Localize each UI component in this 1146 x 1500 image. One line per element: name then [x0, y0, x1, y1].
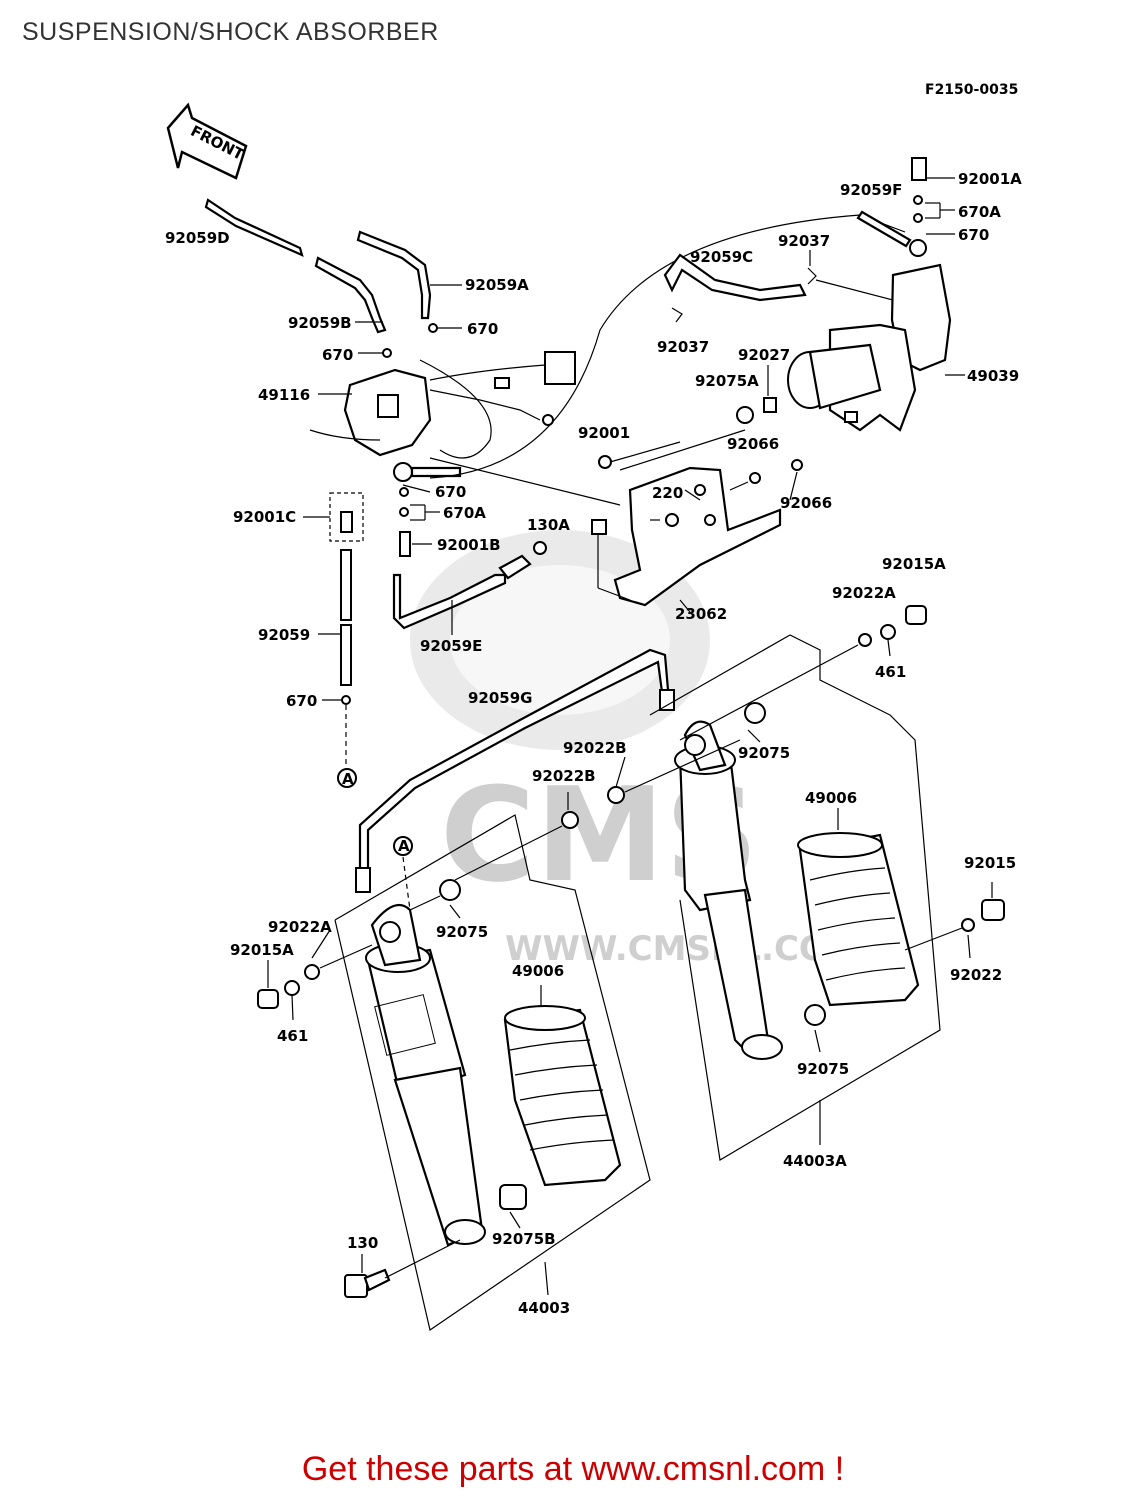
- label-92001: 92001: [578, 424, 630, 442]
- boot-49006-left: [503, 1005, 622, 1187]
- label-92015A-b: 92015A: [230, 941, 294, 959]
- hose-92059D: [204, 198, 387, 334]
- label-92075A: 92075A: [695, 372, 759, 390]
- label-44003A: 44003A: [783, 1152, 847, 1170]
- hose-92059C: [663, 253, 807, 302]
- label-670-d: 670: [286, 692, 317, 710]
- hose-92059G: [355, 648, 675, 893]
- label-92022: 92022: [950, 966, 1002, 984]
- label-44003: 44003: [518, 1299, 570, 1317]
- label-92059E: 92059E: [420, 637, 482, 655]
- label-49039: 49039: [967, 367, 1019, 385]
- part-labels: 92059D 92059A 92059B 670 670 49116 670 6…: [165, 170, 1022, 1317]
- label-92022A-b: 92022A: [268, 918, 332, 936]
- diagram-code: F2150-0035: [925, 82, 1019, 98]
- label-23062: 23062: [675, 605, 727, 623]
- label-92022B-a: 92022B: [563, 739, 627, 757]
- label-461-b: 461: [277, 1027, 308, 1045]
- label-92075-b: 92075: [436, 923, 488, 941]
- label-92015A-a: 92015A: [882, 555, 946, 573]
- label-670-c: 670: [435, 483, 466, 501]
- label-92066-b: 92066: [780, 494, 832, 512]
- label-92059: 92059: [258, 626, 310, 644]
- label-92059A: 92059A: [465, 276, 529, 294]
- label-92015: 92015: [964, 854, 1016, 872]
- boot-49006-right: [797, 832, 920, 1007]
- label-92059D: 92059D: [165, 229, 230, 247]
- compressor-49039: [787, 263, 965, 432]
- label-670A-a: 670A: [443, 504, 486, 522]
- footer-promo-link[interactable]: Get these parts at www.cmsnl.com !: [301, 1450, 845, 1488]
- label-670-e: 670: [958, 226, 989, 244]
- shock-44003: [365, 903, 486, 1247]
- hose-92059A: [356, 230, 432, 320]
- label-92027: 92027: [738, 346, 790, 364]
- label-130: 130: [347, 1234, 378, 1252]
- dashed-box-44003: [334, 814, 651, 1331]
- hose-92059E: [392, 541, 547, 630]
- dashed-box-44003A: [649, 634, 941, 1161]
- label-92059G: 92059G: [468, 689, 533, 707]
- label-670-b: 670: [322, 346, 353, 364]
- label-92022B-b: 92022B: [532, 767, 596, 785]
- bracket-23062: [613, 466, 782, 607]
- watermark-url: WWW.CMSNL.COM: [505, 929, 862, 969]
- front-arrow-icon: FRONT: [166, 102, 248, 180]
- label-670A-b: 670A: [958, 203, 1001, 221]
- exploded-parts-diagram: CMS WWW.CMSNL.COM FRONT: [165, 102, 1022, 1331]
- label-130A: 130A: [527, 516, 570, 534]
- label-461-a: 461: [875, 663, 906, 681]
- label-49006-b: 49006: [512, 962, 564, 980]
- air-valve-49116: [309, 351, 576, 459]
- label-49006-a: 49006: [805, 789, 857, 807]
- hose-92059: A: [318, 549, 357, 788]
- label-92059B: 92059B: [288, 314, 352, 332]
- label-92022A-a: 92022A: [832, 584, 896, 602]
- label-92075B: 92075B: [492, 1230, 556, 1248]
- label-92066-a: 92066: [727, 435, 779, 453]
- ref-marker-a-upper: A: [342, 770, 354, 788]
- label-92059F: 92059F: [840, 181, 902, 199]
- fitting-92001C: [303, 492, 364, 542]
- ref-marker-a-lower: A: [398, 837, 410, 855]
- label-92075-a: 92075: [738, 744, 790, 762]
- page-title: SUSPENSION/SHOCK ABSORBER: [22, 18, 439, 46]
- label-670-a: 670: [467, 320, 498, 338]
- label-49116: 49116: [258, 386, 310, 404]
- label-92059C: 92059C: [690, 248, 753, 266]
- label-92001A: 92001A: [958, 170, 1022, 188]
- label-220: 220: [652, 484, 683, 502]
- shock-44003A: [674, 720, 783, 1060]
- label-92001C: 92001C: [233, 508, 296, 526]
- label-92037-a: 92037: [778, 232, 830, 250]
- label-92001B: 92001B: [437, 536, 501, 554]
- label-92037-b: 92037: [657, 338, 709, 356]
- label-92075-c: 92075: [797, 1060, 849, 1078]
